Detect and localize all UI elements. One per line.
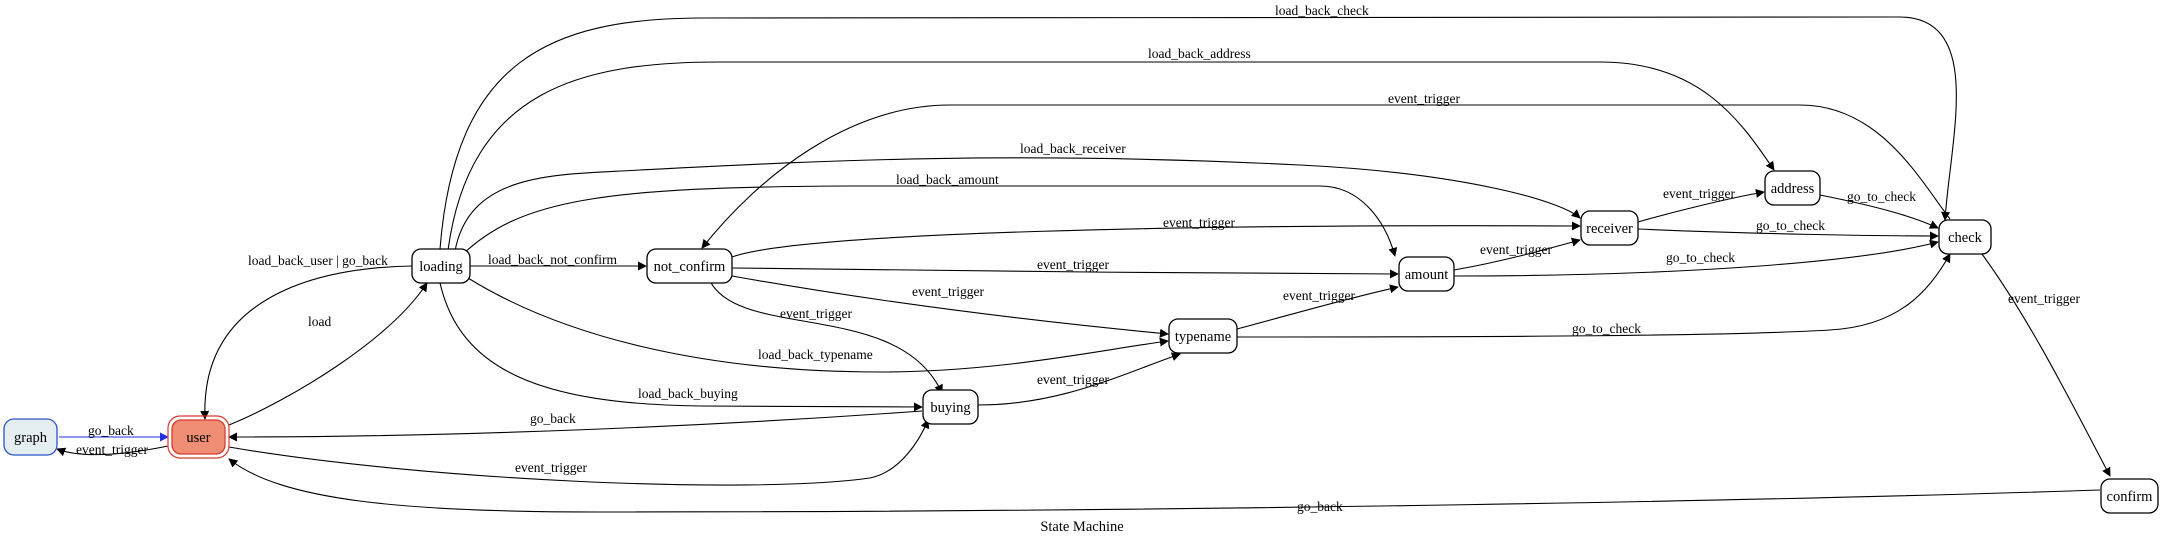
edge-not-confirm-buying	[709, 280, 943, 394]
edge-loading-user	[200, 265, 413, 420]
edge-label-address-check: go_to_check	[1847, 189, 1916, 204]
node-typename[interactable]: typename	[1168, 318, 1238, 354]
edge-label-loading-check: load_back_check	[1275, 3, 1369, 18]
edge-label-typename-check: go_to_check	[1572, 321, 1641, 336]
node-user[interactable]: user	[167, 415, 230, 459]
edge-loading-typename	[467, 277, 1169, 373]
edge-label-check-confirm: event_trigger	[2008, 291, 2080, 306]
edge-label-loading-address: load_back_address	[1148, 46, 1251, 61]
node-user-label: user	[186, 430, 210, 446]
edge-label-confirm-user: go_back	[1297, 499, 1343, 514]
edge-typename-check	[1236, 253, 1951, 338]
edge-not-confirm-typename	[731, 275, 1169, 338]
edge-buying-user	[228, 410, 923, 442]
node-typename-shape	[1168, 318, 1238, 354]
edge-amount-receiver	[1453, 237, 1581, 271]
node-not-confirm-shape	[646, 248, 733, 284]
node-confirm[interactable]: confirm	[2100, 478, 2159, 514]
edge-label-check-not-confirm: event_trigger	[1388, 91, 1460, 106]
node-buying[interactable]: buying	[922, 389, 979, 425]
nodes: graph user loading not_confirm buying ty…	[3, 170, 2159, 514]
node-graph[interactable]: graph	[3, 418, 58, 456]
edge-not-confirm-receiver	[731, 221, 1581, 258]
edge-label-loading-not-confirm: load_back_not_confirm	[488, 252, 617, 267]
edge-label-user-graph: event_trigger	[76, 442, 148, 457]
node-user-outer-ring	[167, 415, 230, 459]
node-graph-label: graph	[14, 430, 48, 446]
edge-loading-receiver	[454, 157, 1581, 252]
node-confirm-shape	[2100, 478, 2159, 514]
edge-not-confirm-amount	[731, 267, 1399, 279]
edge-loading-amount	[461, 185, 1398, 257]
node-user-shape	[171, 419, 226, 455]
node-address[interactable]: address	[1764, 170, 1821, 206]
edge-label-not-confirm-buying: event_trigger	[780, 306, 852, 321]
node-amount[interactable]: amount	[1398, 256, 1455, 292]
node-receiver-label: receiver	[1586, 221, 1633, 237]
edge-loading-buying	[439, 282, 923, 412]
node-address-shape	[1764, 170, 1821, 206]
edge-label-typename-amount: event_trigger	[1283, 288, 1355, 303]
edge-amount-check	[1453, 239, 1939, 277]
edge-label-buying-user: go_back	[530, 411, 576, 426]
node-check-label: check	[1948, 230, 1983, 246]
edge-user-buying	[228, 419, 930, 486]
node-confirm-label: confirm	[2107, 489, 2154, 505]
edge-loading-check	[439, 16, 1957, 250]
edge-label-user-loading: load	[308, 314, 331, 329]
node-loading-shape	[411, 248, 471, 284]
edge-label-not-confirm-typename: event_trigger	[912, 284, 984, 299]
node-loading[interactable]: loading	[411, 248, 471, 284]
edge-receiver-address	[1637, 188, 1765, 223]
edge-user-graph	[56, 445, 169, 457]
edge-label-loading-receiver: load_back_receiver	[1020, 141, 1126, 156]
edge-label-loading-user: load_back_user | go_back	[248, 253, 388, 268]
node-amount-label: amount	[1405, 267, 1449, 283]
edge-label-receiver-address: event_trigger	[1663, 186, 1735, 201]
edge-loading-address	[447, 61, 1775, 251]
edge-label-not-confirm-receiver: event_trigger	[1163, 215, 1235, 230]
edge-user-loading	[228, 282, 428, 426]
edge-check-not-confirm	[701, 104, 1951, 249]
edge-address-check	[1819, 194, 1939, 229]
node-receiver[interactable]: receiver	[1580, 210, 1639, 246]
node-loading-label: loading	[419, 259, 463, 275]
node-address-label: address	[1771, 181, 1815, 197]
edge-confirm-user	[228, 458, 2101, 513]
node-typename-label: typename	[1175, 329, 1231, 345]
node-buying-shape	[922, 389, 979, 425]
diagram-caption: State Machine	[1040, 519, 1123, 535]
edge-label-amount-check: go_to_check	[1666, 250, 1735, 265]
edge-buying-typename	[977, 352, 1181, 406]
node-amount-shape	[1398, 256, 1455, 292]
node-not-confirm-label: not_confirm	[654, 259, 726, 275]
edge-label-loading-amount: load_back_amount	[896, 172, 999, 187]
edge-label-loading-typename: load_back_typename	[758, 347, 873, 362]
edges: go_back event_trigger load load_back_use…	[56, 3, 2111, 514]
edge-label-graph-user: go_back	[88, 423, 134, 438]
edge-check-confirm	[1981, 253, 2111, 477]
edge-label-amount-receiver: event_trigger	[1480, 242, 1552, 257]
edge-typename-amount	[1236, 284, 1399, 330]
node-receiver-shape	[1580, 210, 1639, 246]
node-check[interactable]: check	[1938, 219, 1992, 255]
edge-receiver-check	[1637, 228, 1939, 241]
edge-label-not-confirm-amount: event_trigger	[1037, 257, 1109, 272]
node-graph-shape	[3, 418, 58, 456]
edge-label-loading-buying: load_back_buying	[638, 386, 738, 401]
node-not-confirm[interactable]: not_confirm	[646, 248, 733, 284]
edge-label-receiver-check: go_to_check	[1756, 218, 1825, 233]
node-check-shape	[1938, 219, 1992, 255]
node-buying-label: buying	[930, 400, 970, 416]
edge-label-user-buying: event_trigger	[515, 460, 587, 475]
edge-label-buying-typename: event_trigger	[1037, 372, 1109, 387]
